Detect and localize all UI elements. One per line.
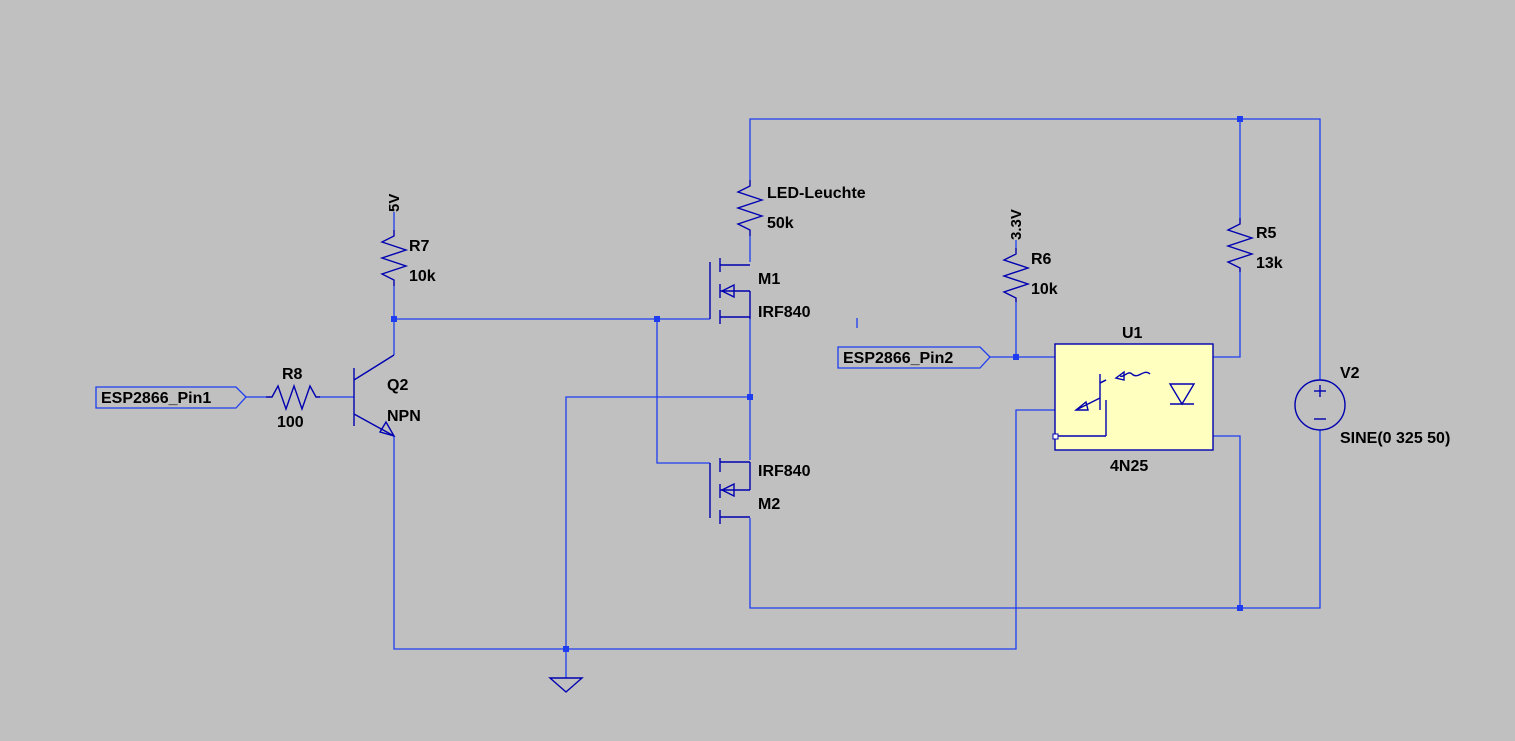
wires — [246, 118, 1321, 678]
junction-dot — [1237, 605, 1243, 611]
m2-value: IRF840 — [758, 463, 811, 480]
mosfet-m2[interactable]: IRF840 M2 — [709, 458, 811, 524]
ground-icon[interactable] — [548, 677, 584, 693]
r5-name: R5 — [1256, 225, 1277, 242]
r5-value: 13k — [1256, 255, 1283, 272]
r8-name: R8 — [282, 366, 303, 383]
resistor-r7[interactable]: R7 10k — [379, 230, 436, 286]
port-esp-pin1-label: ESP2866_Pin1 — [101, 390, 211, 407]
wire-bottom-rail[interactable] — [749, 430, 1321, 609]
optocoupler-u1[interactable]: U1 4N25 — [1052, 325, 1214, 475]
supply-5v-label[interactable]: 5V — [386, 194, 403, 212]
junction-dot — [1013, 354, 1019, 360]
m1-name: M1 — [758, 271, 780, 288]
v2-name: V2 — [1340, 365, 1360, 382]
m1-value: IRF840 — [758, 304, 811, 321]
resistor-r6[interactable]: R6 10k — [1001, 248, 1058, 302]
led-value: 50k — [767, 215, 794, 232]
r6-name: R6 — [1031, 251, 1052, 268]
u1-name: U1 — [1122, 325, 1143, 342]
r6-value: 10k — [1031, 281, 1058, 298]
r7-name: R7 — [409, 238, 430, 255]
wire-gate-m2[interactable] — [656, 319, 710, 464]
port-esp-pin2-label: ESP2866_Pin2 — [843, 350, 953, 367]
junction-dot — [1237, 116, 1243, 122]
wire-top-rail[interactable] — [749, 118, 1321, 380]
junction-dot — [654, 316, 660, 322]
port-esp-pin2[interactable]: ESP2866_Pin2 — [837, 346, 991, 369]
q2-value: NPN — [387, 408, 421, 425]
resistor-r8[interactable]: R8 100 — [266, 366, 320, 431]
m2-name: M2 — [758, 496, 780, 513]
junction-dot — [391, 316, 397, 322]
port-esp-pin1[interactable]: ESP2866_Pin1 — [95, 386, 247, 409]
transistor-q2[interactable]: Q2 NPN — [353, 354, 421, 438]
junctions — [391, 116, 1243, 652]
junction-dot — [563, 646, 569, 652]
resistor-led-leuchte[interactable]: LED-Leuchte 50k — [735, 180, 866, 236]
r7-value: 10k — [409, 268, 436, 285]
v2-value: SINE(0 325 50) — [1340, 430, 1450, 447]
voltage-source-v2[interactable]: V2 SINE(0 325 50) — [1294, 365, 1450, 447]
supply-33v-label[interactable]: 3.3V — [1008, 209, 1025, 240]
r8-value: 100 — [277, 414, 304, 431]
u1-value: 4N25 — [1110, 458, 1148, 475]
mosfet-m1[interactable]: M1 IRF840 — [709, 258, 811, 324]
wire-source-gnd[interactable] — [565, 396, 750, 649]
q2-name: Q2 — [387, 377, 408, 394]
resistor-r5[interactable]: R5 13k — [1225, 218, 1283, 272]
wire-q2-emitter-gnd[interactable] — [393, 409, 1055, 650]
led-name: LED-Leuchte — [767, 185, 866, 202]
junction-dot — [747, 394, 753, 400]
